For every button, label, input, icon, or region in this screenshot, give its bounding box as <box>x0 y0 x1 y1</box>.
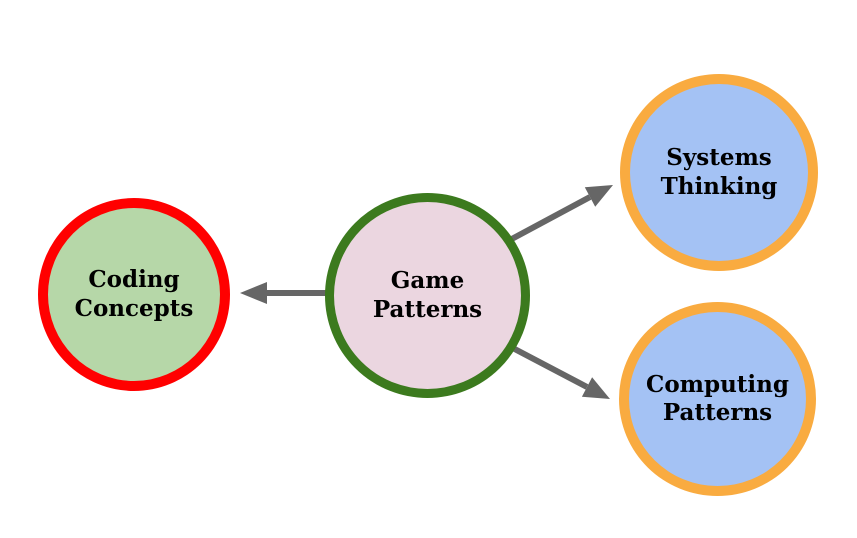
node-label-game-patterns: Game Patterns <box>372 267 483 323</box>
node-game-patterns[interactable]: Game Patterns <box>325 193 530 398</box>
edge-to-systems-thinking <box>506 194 592 244</box>
node-systems-thinking[interactable]: Systems Thinking <box>620 74 818 271</box>
node-label-coding-concepts: Coding Concepts <box>74 266 194 322</box>
node-computing-patterns[interactable]: Computing Patterns <box>619 302 816 496</box>
arrowhead-lower-right-icon <box>581 377 610 399</box>
node-label-systems-thinking: Systems Thinking <box>660 144 778 200</box>
edge-to-computing-patterns <box>507 343 589 390</box>
node-coding-concepts[interactable]: Coding Concepts <box>38 198 230 391</box>
node-label-computing-patterns: Computing Patterns <box>646 370 789 426</box>
arrowhead-upper-right-icon <box>584 185 613 207</box>
arrowhead-left-icon <box>240 282 267 304</box>
